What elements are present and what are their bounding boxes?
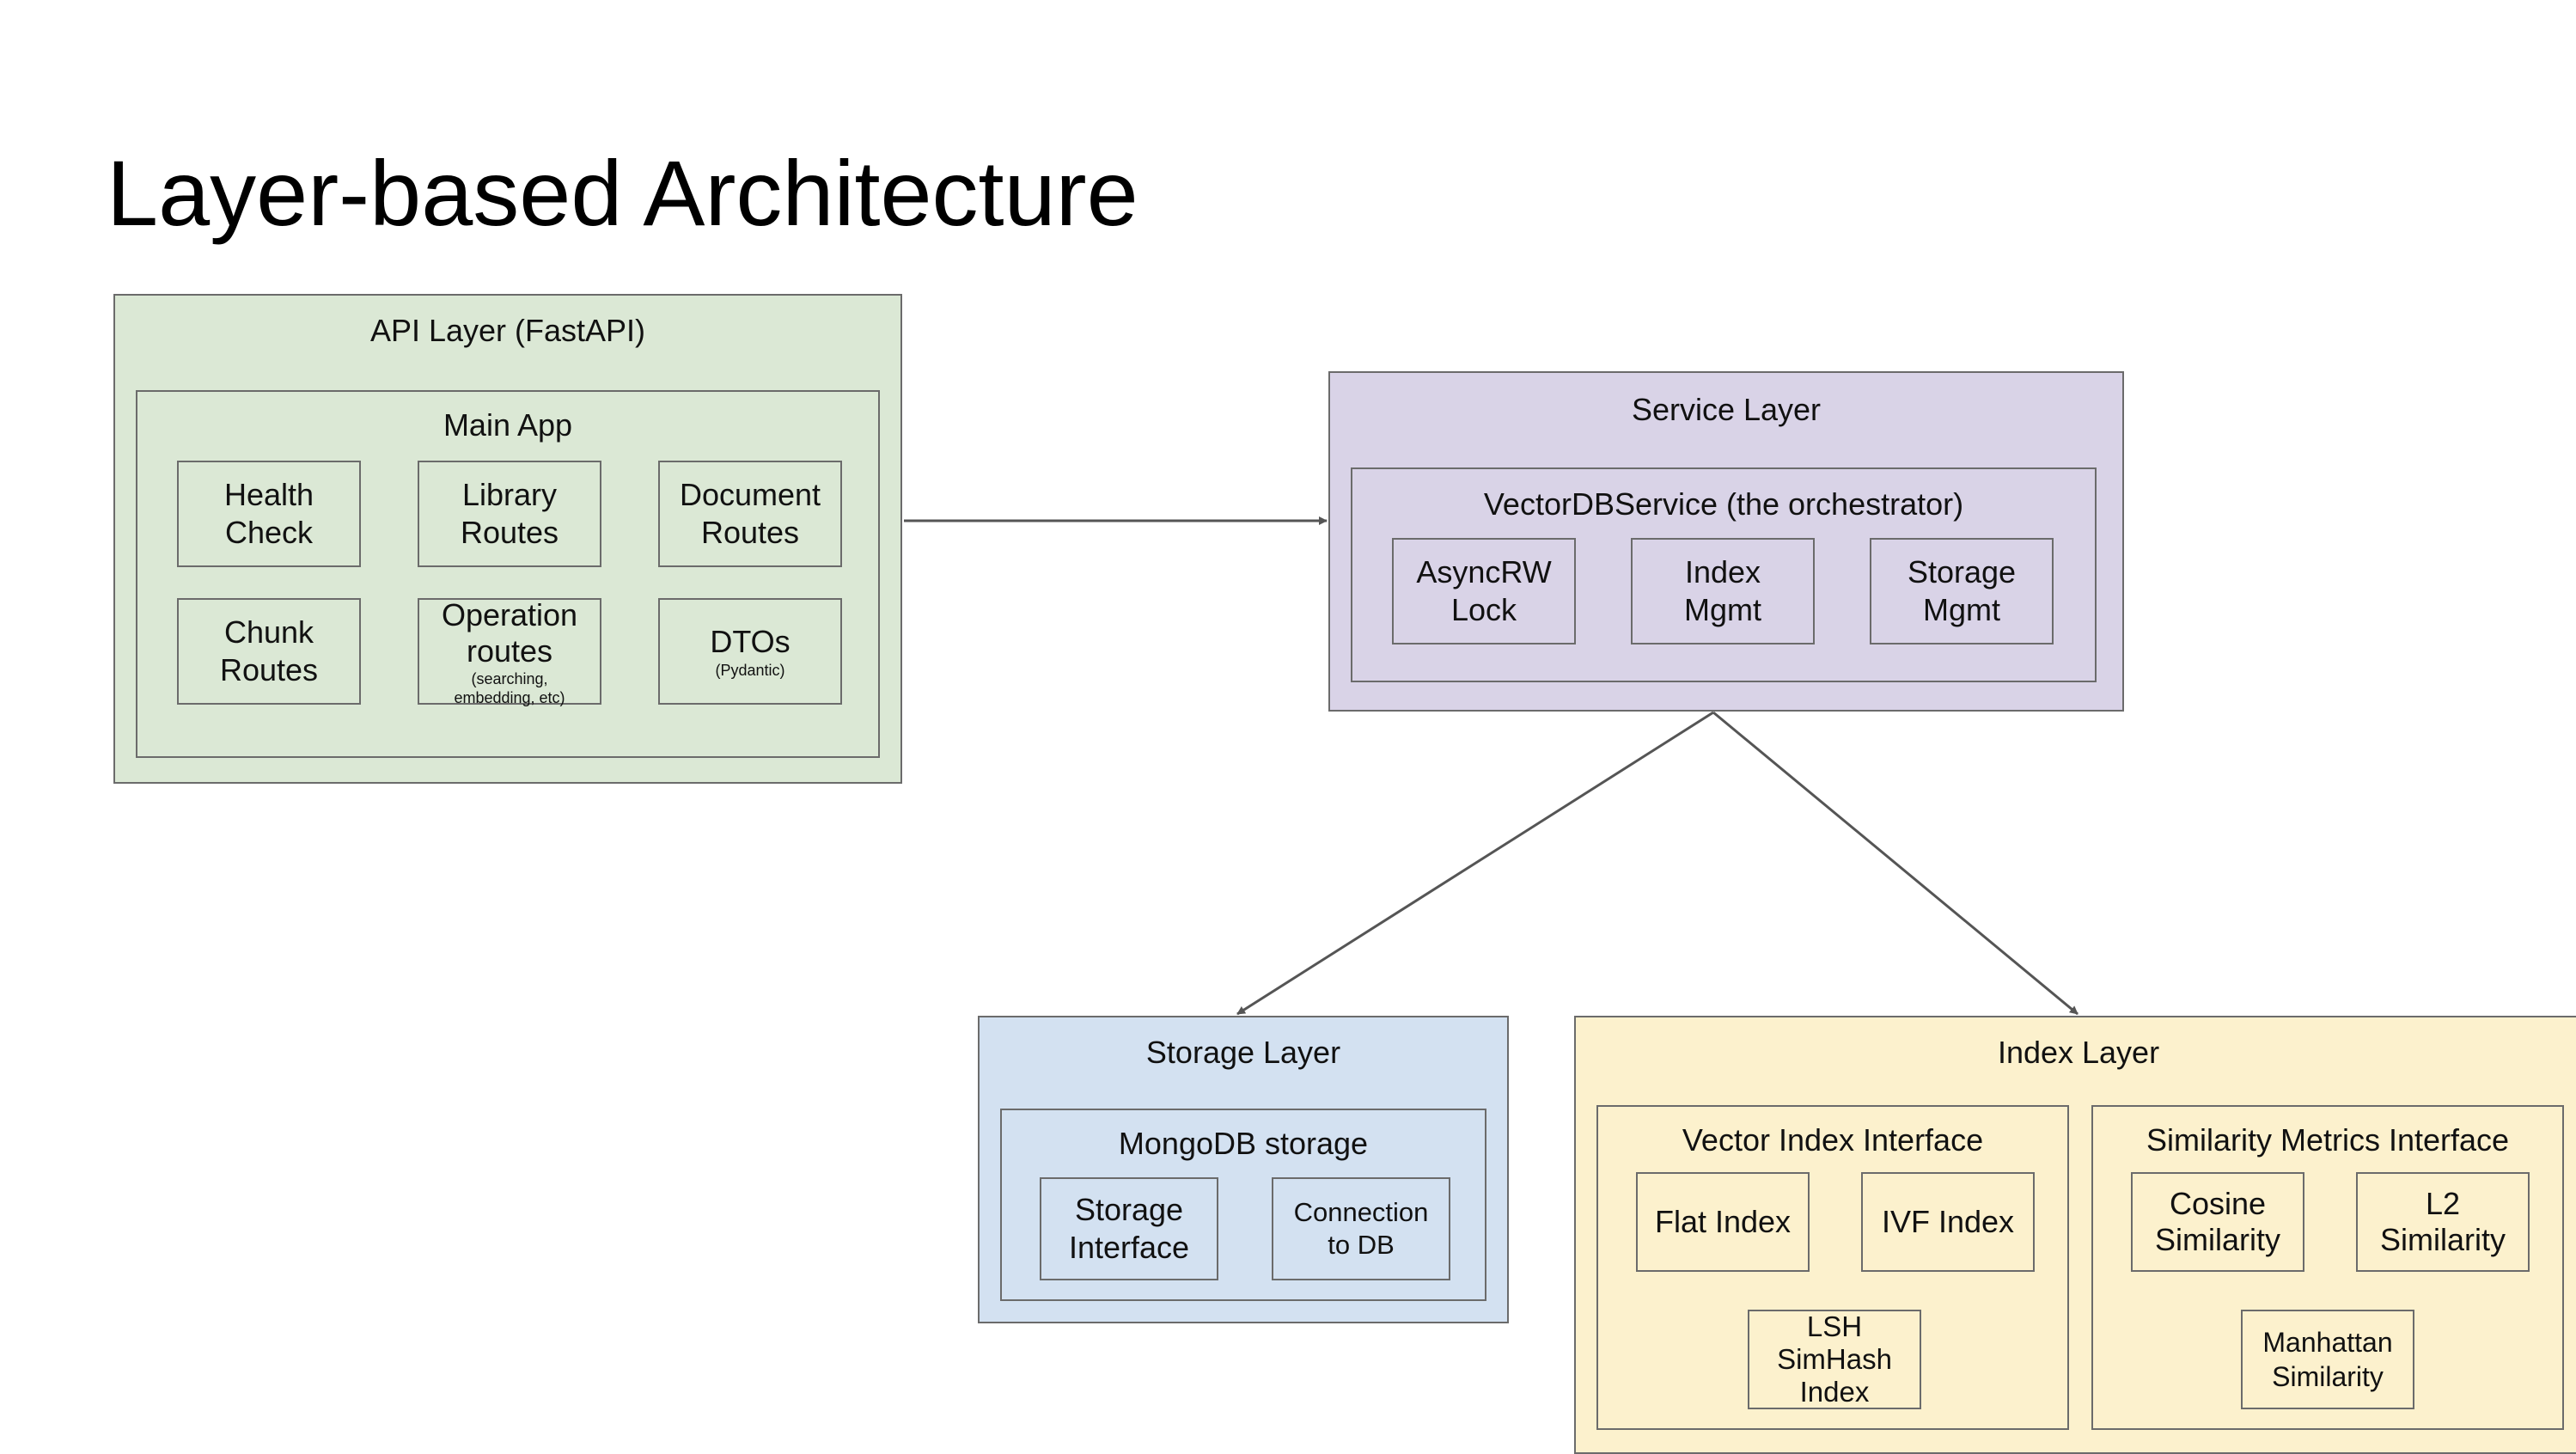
service-layer: Service Layer VectorDBService (the orche…	[1328, 371, 2124, 712]
ivf-index-box: IVF Index	[1861, 1172, 2035, 1272]
dtos-box: DTOs(Pydantic)	[658, 598, 842, 705]
vector-index-interface-title: Vector Index Interface	[1682, 1122, 1984, 1158]
vector-index-interface-container: Vector Index Interface Flat Index IVF In…	[1596, 1105, 2069, 1430]
orchestrator-container: VectorDBService (the orchestrator) Async…	[1351, 467, 2097, 682]
arrow-service-to-storage	[1236, 711, 1714, 1016]
similarity-metrics-interface-title: Similarity Metrics Interface	[2146, 1122, 2510, 1158]
flat-index-box: Flat Index	[1636, 1172, 1810, 1272]
arrow-service-to-index	[1712, 711, 2079, 1016]
api-layer-title: API Layer (FastAPI)	[369, 313, 646, 348]
mongodb-storage-title: MongoDB storage	[1118, 1126, 1369, 1161]
page-title: Layer-based Architecture	[107, 141, 1138, 245]
main-app-title: Main App	[443, 407, 573, 443]
index-layer: Index Layer Vector Index Interface Flat …	[1574, 1016, 2576, 1454]
orchestrator-title: VectorDBService (the orchestrator)	[1483, 486, 1964, 522]
storage-layer-title: Storage Layer	[1145, 1035, 1341, 1070]
service-layer-title: Service Layer	[1631, 392, 1822, 427]
index-layer-title: Index Layer	[1997, 1035, 2160, 1070]
